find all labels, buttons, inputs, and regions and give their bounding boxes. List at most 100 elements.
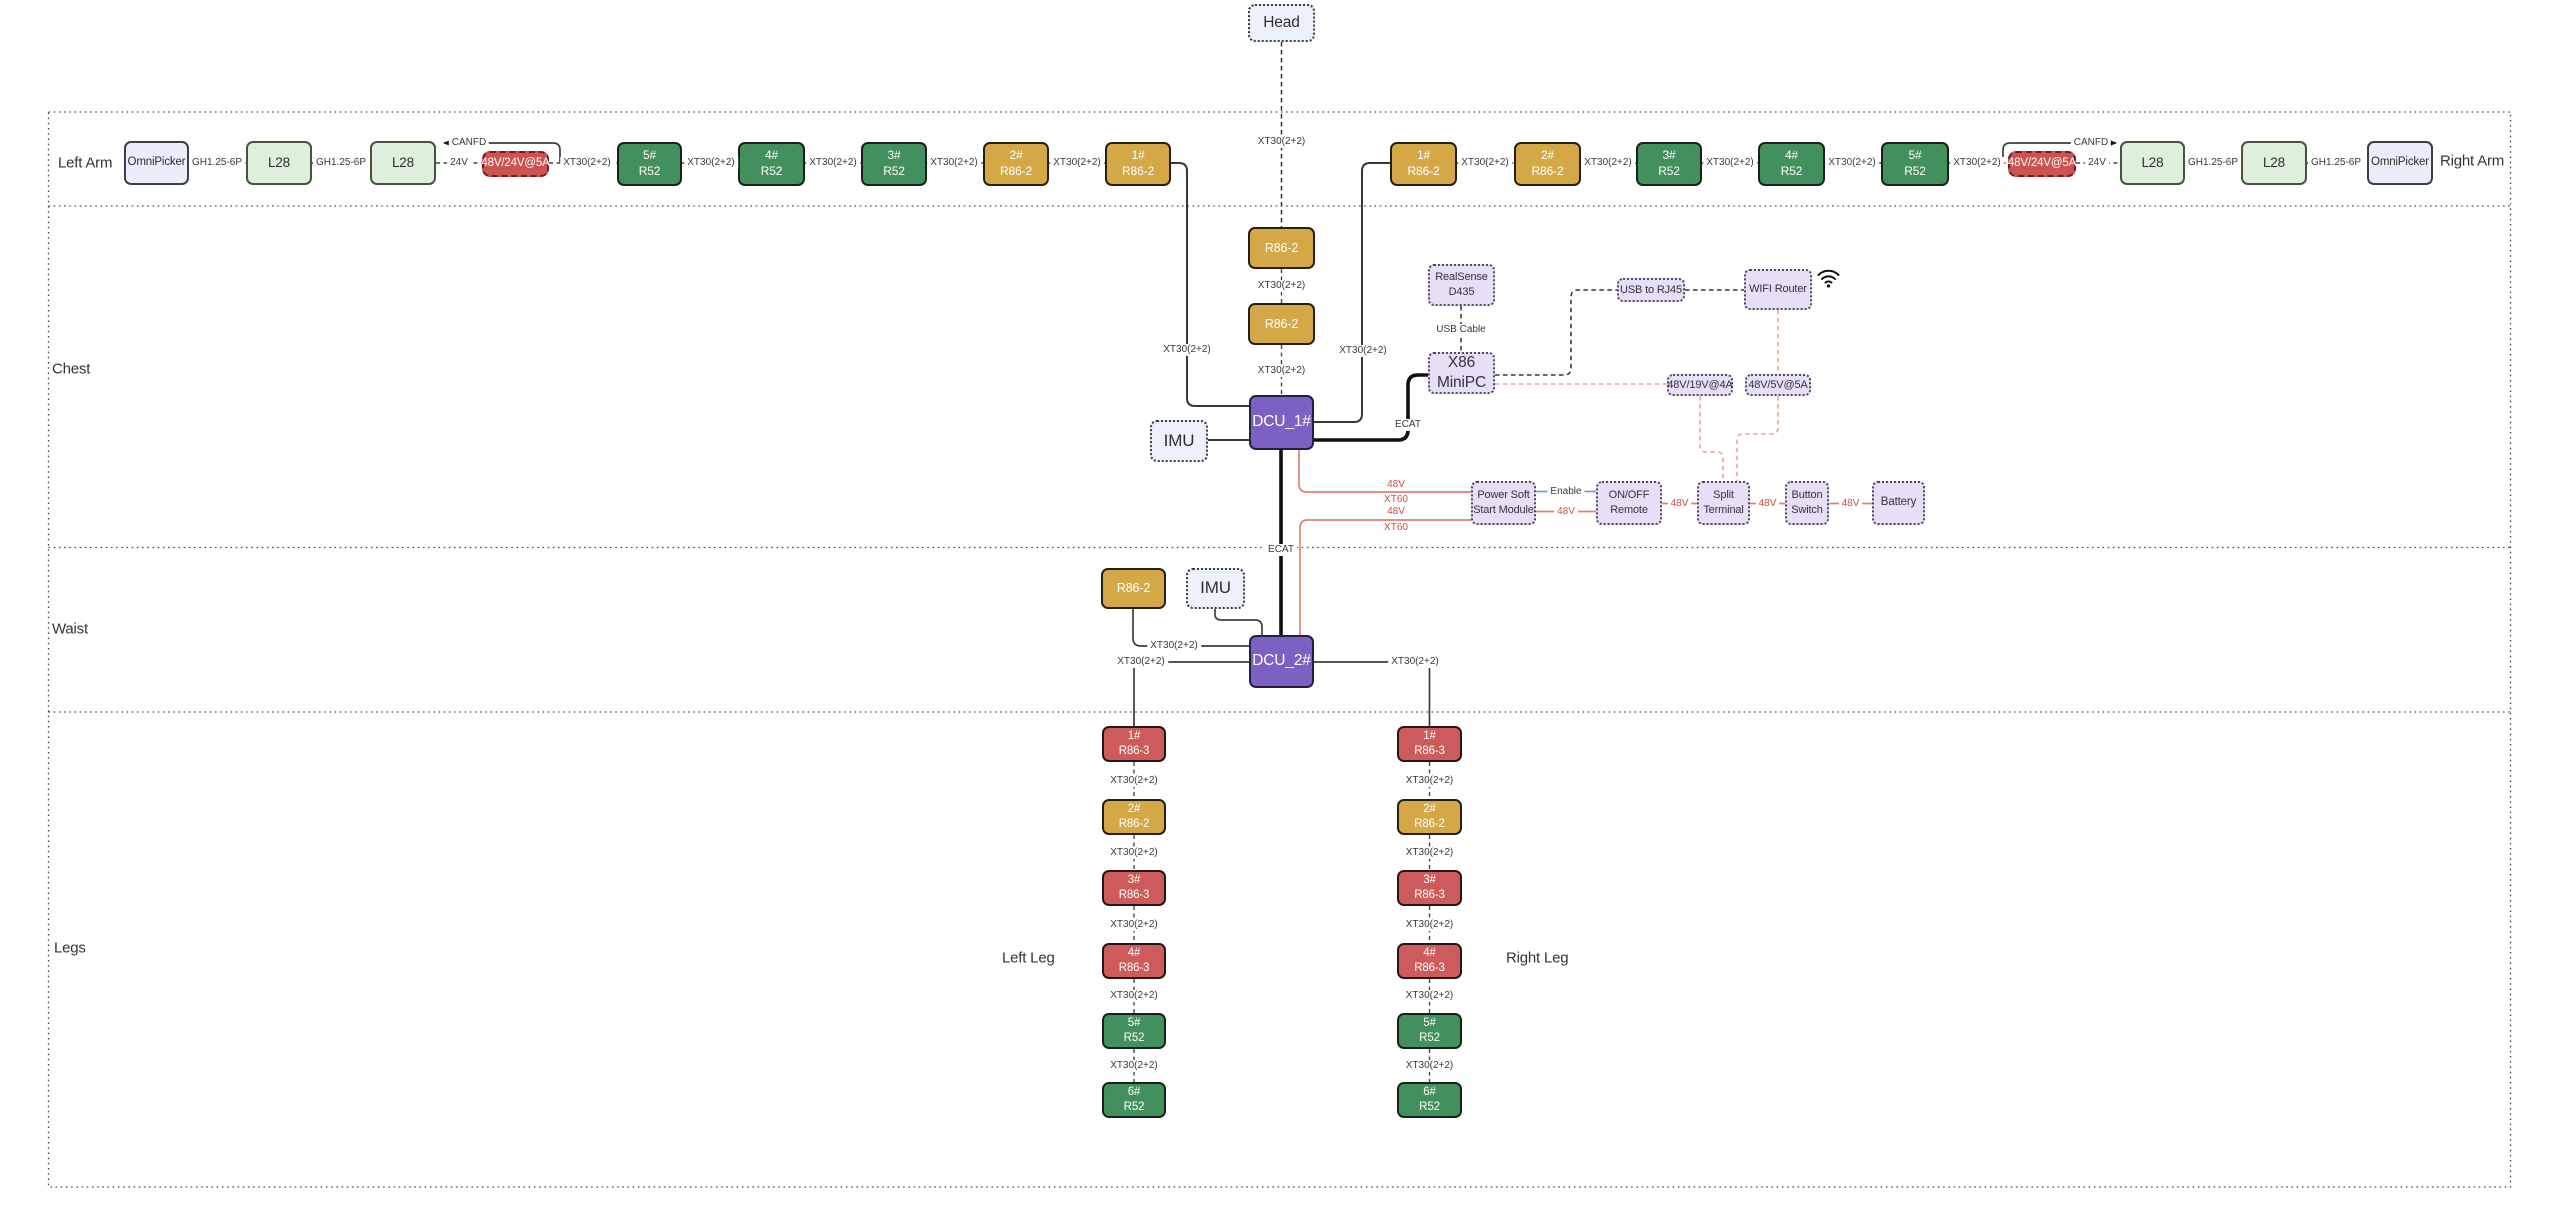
edge-label-left-leg-link-5: XT30(2+2) xyxy=(1107,1060,1161,1072)
edge-label-dcu2-left-leg: XT30(2+2) xyxy=(1114,656,1168,668)
node-right-leg-4-label-0: 4# xyxy=(1423,946,1436,959)
node-r86-left-1-label-1: R86-2 xyxy=(1122,164,1154,178)
edge-label-canfd-right: CANFD xyxy=(2070,137,2112,149)
node-left-leg-1: 1#R86-3 xyxy=(1102,726,1166,762)
node-conv24-right-label: 48V/24V@5A xyxy=(2007,157,2077,170)
node-omnipicker-left-label: OmniPicker xyxy=(127,156,186,169)
node-r86-right-2: 2#R86-2 xyxy=(1514,142,1581,186)
node-right-leg-4-label-1: R86-3 xyxy=(1414,962,1445,974)
node-realsense-d435-label-1: D435 xyxy=(1448,286,1475,298)
node-conv24-right: 48V/24V@5A xyxy=(2008,151,2076,177)
section-frame xyxy=(47,111,2512,1188)
edge-label-left-leg-link-3: XT30(2+2) xyxy=(1107,919,1161,931)
node-left-leg-4: 4#R86-3 xyxy=(1102,943,1166,979)
node-r86-left-2-label-1: R86-2 xyxy=(1000,164,1032,178)
edge-dcu2-right-leg xyxy=(1314,661,1431,726)
edge-label-arm-r-7: GH1.25-6P xyxy=(2184,157,2242,169)
edge-label-right-leg-link-1: XT30(2+2) xyxy=(1402,775,1457,787)
section-label-left-leg: Left Leg xyxy=(1002,949,1055,967)
edge-waist-imu-dcu2 xyxy=(1214,609,1263,635)
node-r52-right-4: 4#R52 xyxy=(1758,142,1825,186)
node-conv19: 48V/19V@4A xyxy=(1667,374,1733,396)
edge-canfd-left xyxy=(443,137,561,163)
node-r52-left-4-label-1: R52 xyxy=(760,164,783,178)
node-power-soft-start-label-1: Start Module xyxy=(1473,504,1534,516)
node-imu-waist-label: IMU xyxy=(1200,578,1231,598)
node-left-leg-5-label-1: R52 xyxy=(1123,1032,1145,1044)
edge-armdown-right xyxy=(1314,162,1390,423)
edge-label-chest-link-1: XT30(2+2) xyxy=(1254,280,1309,292)
node-l28-right-2-label: L28 xyxy=(2262,155,2286,171)
node-split-terminal-label-1: Terminal xyxy=(1703,504,1744,516)
node-right-leg-3-label-0: 3# xyxy=(1423,873,1436,886)
node-left-leg-5-label-0: 5# xyxy=(1127,1016,1141,1029)
section-label-right-leg: Right Leg xyxy=(1506,949,1569,967)
node-r86-chest-1: R86-2 xyxy=(1248,227,1315,269)
edge-label-armdown-right: XT30(2+2) xyxy=(1336,345,1390,357)
node-left-leg-1-label-1: R86-3 xyxy=(1118,745,1150,757)
node-r52-left-4-label-0: 4# xyxy=(764,148,779,163)
node-left-leg-4-label-0: 4# xyxy=(1127,946,1141,959)
edge-label-arm-r-2: XT30(2+2) xyxy=(1581,157,1635,169)
edge-label-split-button-48v: 48V xyxy=(1755,497,1780,510)
edge-waist-r86-dcu2 xyxy=(1132,609,1249,647)
edge-label-right-leg-link-5: XT30(2+2) xyxy=(1402,1060,1457,1072)
node-r52-left-4: 4#R52 xyxy=(738,142,805,186)
node-r52-right-5-label-1: R52 xyxy=(1904,164,1926,178)
edge-label-arm-l-3: 24V xyxy=(447,157,471,169)
edge-label-arm-l-6: XT30(2+2) xyxy=(806,157,860,169)
node-r86-chest-2: R86-2 xyxy=(1248,303,1315,345)
edge-power-dcu2 xyxy=(1299,519,1471,635)
edge-label-arm-r-3: XT30(2+2) xyxy=(1703,157,1757,169)
node-button-switch-label-0: Button xyxy=(1791,489,1823,502)
node-conv24-left: 48V/24V@5A xyxy=(481,151,550,177)
edge-armdown-left xyxy=(1171,162,1249,407)
node-r86-left-1-label-0: 1# xyxy=(1131,148,1145,163)
node-left-leg-3-label-0: 3# xyxy=(1127,873,1141,886)
edge-label-power-dcu2-1: XT60 xyxy=(1384,522,1408,533)
node-omnipicker-right-label: OmniPicker xyxy=(2371,156,2429,169)
node-right-leg-1-label-0: 1# xyxy=(1423,729,1436,742)
node-right-leg-3: 3# R86-3 xyxy=(1397,870,1462,906)
node-conv24-left-label: 48V/24V@5A xyxy=(481,157,550,170)
node-button-switch-label-1: Switch xyxy=(1791,504,1823,516)
sections-outer-border xyxy=(47,111,2512,1188)
section-label-waist: Waist xyxy=(52,620,88,638)
edge-label-arm-l-7: XT30(2+2) xyxy=(927,157,981,169)
node-conv5-label: 48V/5V@5A xyxy=(1748,378,1808,391)
edge-label-psm-remote-48v: 48V xyxy=(1554,505,1578,518)
node-dcu-1-label: DCU_1# xyxy=(1252,413,1311,431)
node-r52-left-3-label-1: R52 xyxy=(883,164,905,178)
node-x86-minipc-label-0: X86 xyxy=(1447,353,1476,371)
node-l28-right-1-label: L28 xyxy=(2141,155,2164,171)
node-r86-right-2-label-0: 2# xyxy=(1540,148,1555,163)
edge-label-right-leg-link-3: XT30(2+2) xyxy=(1402,919,1457,931)
node-right-leg-6-label-1: R52 xyxy=(1419,1101,1440,1113)
node-r86-right-1: 1#R86-2 xyxy=(1390,142,1457,186)
edge-conv19-split xyxy=(1699,396,1724,481)
node-left-leg-6: 6#R52 xyxy=(1102,1082,1166,1118)
edge-label-button-battery-48v: 48V xyxy=(1838,497,1863,510)
edge-label-arm-r-8: GH1.25-6P xyxy=(2307,157,2365,169)
node-split-terminal-label-0: Split xyxy=(1713,489,1734,502)
edge-label-left-leg-link-2: XT30(2+2) xyxy=(1107,847,1161,859)
node-dcu-2-label: DCU_2# xyxy=(1252,652,1311,670)
edge-canfd-right xyxy=(2002,137,2117,163)
node-right-leg-2-label-0: 2# xyxy=(1423,802,1436,815)
node-realsense-d435-label-0: RealSense xyxy=(1435,271,1488,284)
edge-label-power-dcu2-0: 48V xyxy=(1387,506,1405,517)
wifi-icon xyxy=(1817,268,1840,293)
node-onoff-remote-label-1: Remote xyxy=(1610,504,1648,516)
node-right-leg-3-label-1: R86-3 xyxy=(1414,889,1445,901)
node-right-leg-1-label-1: R86-3 xyxy=(1414,745,1445,757)
section-label-left-arm: Left Arm xyxy=(58,154,113,172)
node-right-leg-5-label-1: R52 xyxy=(1419,1032,1440,1044)
node-left-leg-3-label-1: R86-3 xyxy=(1118,889,1150,901)
edge-label-ecat-dcu1-pc: ECAT xyxy=(1392,419,1424,431)
node-wifi-router: WIFI Router xyxy=(1744,269,1812,310)
node-right-leg-4: 4# R86-3 xyxy=(1397,943,1462,979)
